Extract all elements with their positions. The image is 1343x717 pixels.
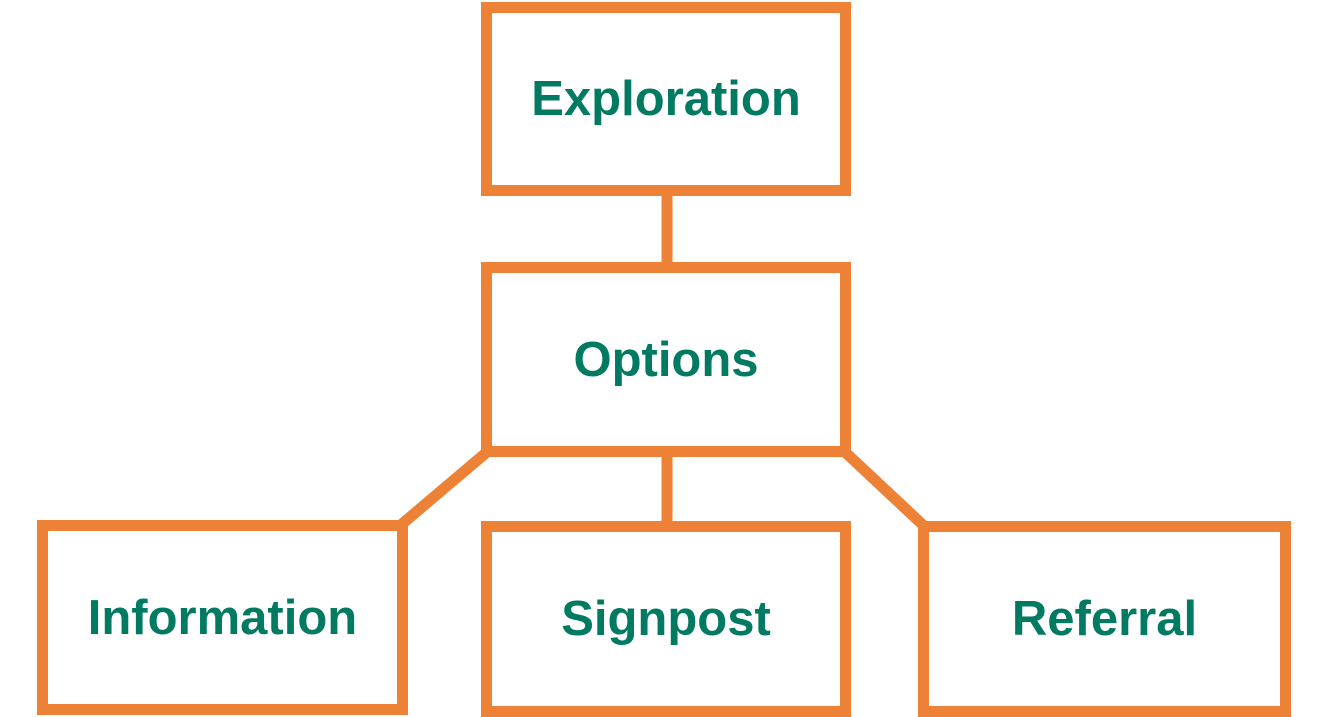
node-information-label: Information <box>87 590 358 645</box>
node-signpost: Signpost <box>481 521 851 717</box>
connector-options-referral <box>841 447 928 531</box>
node-information: Information <box>37 520 408 715</box>
node-referral: Referral <box>918 521 1291 717</box>
node-exploration: Exploration <box>481 2 851 196</box>
node-options-label: Options <box>573 332 759 387</box>
node-options: Options <box>481 262 851 457</box>
node-exploration-label: Exploration <box>531 72 801 126</box>
connector-options-information <box>398 447 491 529</box>
node-referral-label: Referral <box>1011 592 1198 646</box>
node-signpost-label: Signpost <box>561 592 771 646</box>
